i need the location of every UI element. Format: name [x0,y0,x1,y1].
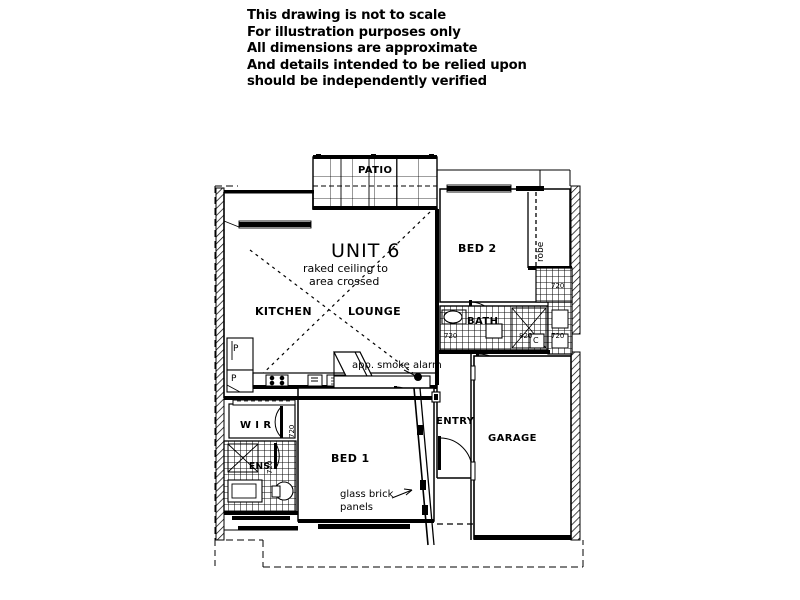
room-label-bed2: BED 2 [458,242,497,255]
raked-ceiling-note-line2: area crossed [309,275,380,288]
room-label-lounge: LOUNGE [348,305,402,318]
wc-and-cupboards [529,267,573,355]
door-width-bath-a: 720 [444,332,458,340]
marker-cupboard: C [533,336,539,345]
wall-bath-bottom [437,350,550,354]
room-label-ens: ENS [249,462,271,472]
disclaimer-line-4: And details intended to be relied upon [247,57,527,73]
ensuite-room [223,440,298,520]
window-bed1-bottom [318,524,410,529]
raked-ceiling-cross [249,211,431,387]
wall-bed1-bottom [298,519,434,523]
wall-living-bed1 [224,396,438,400]
wall-living-bed2 [435,209,439,385]
party-wall-right-lower [570,351,581,541]
entry-door-swing [438,436,473,471]
party-wall-right-upper [570,185,581,335]
glass-brick-wall [391,387,435,546]
door-width-wc: 720 [551,332,565,340]
room-label-wir: W I R [240,420,272,431]
room-label-bed1: BED 1 [331,452,370,465]
lounge-feature-wall [333,351,431,389]
room-label-patio: PATIO [358,165,393,176]
disclaimer-line-1: This drawing is not to scale [247,8,446,23]
room-label-garage: GARAGE [488,433,537,444]
marker-pantry-upper: P [233,344,239,354]
disclaimer-block: This drawing is not to scale For illustr… [247,8,577,91]
door-width-bath-b: 820 [519,332,533,340]
glass-brick-note-line1: glass brick [340,489,394,500]
disclaimer-line-2: For illustration purposes only [247,24,461,40]
party-wall-left [215,187,225,541]
disclaimer-line-3: All dimensions are approximate [247,41,478,57]
wir-room [228,399,296,439]
entry-hall [436,354,472,540]
disclaimer-line-5: should be independently verified [247,74,487,90]
wall-ensuite-outer [238,526,298,530]
door-width-wir: 720 [288,424,296,438]
smoke-alarm-note: app. smoke alarm [352,360,442,371]
garage-door-opening [474,535,571,540]
door-width-ens: 720 [266,460,274,474]
unit-title: UNIT 6 [331,240,401,262]
door-width-robe: 720 [551,282,565,290]
room-label-robe: robe [536,241,546,262]
room-label-bath: BATH [467,316,499,327]
room-label-entry: ENTRY [436,416,475,427]
garage-room [473,355,572,540]
window-bed2-top [446,184,544,193]
patio-area [312,154,438,210]
marker-pantry-lower: P [231,374,237,384]
smoke-alarm-symbol [403,369,422,381]
room-label-kitchen: KITCHEN [255,305,312,318]
patio-slider [313,206,437,210]
wall-top-left [224,190,314,194]
site-boundary [214,185,584,568]
window-living-top-left [238,220,312,229]
raked-ceiling-note-line1: raked ceiling to [303,262,388,275]
glass-brick-note-line2: panels [340,502,373,513]
